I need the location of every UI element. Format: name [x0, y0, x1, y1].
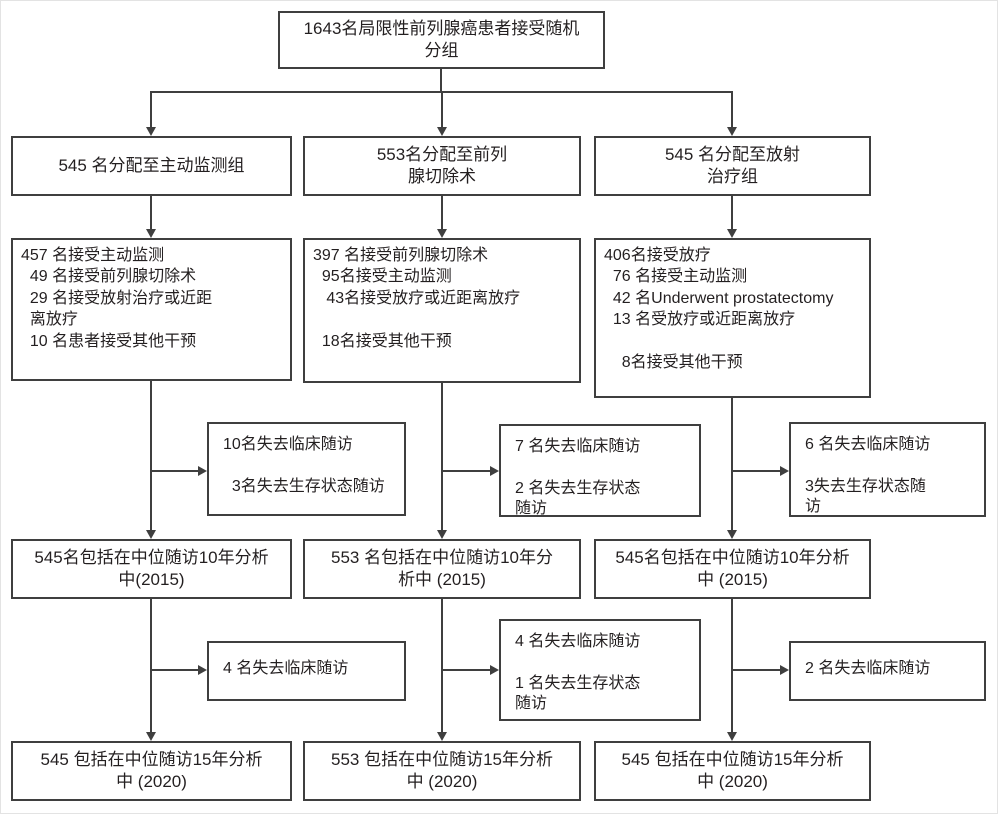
connector-line — [150, 599, 152, 733]
connector-line — [441, 669, 491, 671]
box-treatment-radiotherapy: 406名接受放疗 76 名接受主动监测 42 名Underwent prosta… — [594, 238, 871, 398]
box-lost-followup-2-active-monitoring: 4 名失去临床随访 — [207, 641, 406, 701]
connector-line — [731, 91, 733, 128]
box-allocation-radiotherapy: 545 名分配至放射 治疗组 — [594, 136, 871, 196]
connector-line — [150, 91, 152, 128]
arrow-down-icon — [727, 732, 737, 741]
box-allocation-prostatectomy: 553名分配至前列 腺切除术 — [303, 136, 581, 196]
box-analysis-2015-radiotherapy: 545名包括在中位随访10年分析 中 (2015) — [594, 539, 871, 599]
box-lost-followup-2-prostatectomy: 4 名失去临床随访 1 名失去生存状态 随访 — [499, 619, 701, 721]
connector-line — [150, 669, 199, 671]
box-treatment-prostatectomy: 397 名接受前列腺切除术 95名接受主动监测 43名接受放疗或近距离放疗 18… — [303, 238, 581, 383]
arrow-down-icon — [146, 732, 156, 741]
box-analysis-2020-active-monitoring: 545 包括在中位随访15年分析 中 (2020) — [11, 741, 292, 801]
arrow-down-icon — [437, 530, 447, 539]
box-lost-followup-1-prostatectomy: 7 名失去临床随访 2 名失去生存状态 随访 — [499, 424, 701, 517]
connector-line — [441, 91, 443, 128]
arrow-down-icon — [146, 229, 156, 238]
box-allocation-active-monitoring: 545 名分配至主动监测组 — [11, 136, 292, 196]
arrow-down-icon — [727, 127, 737, 136]
arrow-right-icon — [780, 665, 789, 675]
box-analysis-2020-radiotherapy: 545 包括在中位随访15年分析 中 (2020) — [594, 741, 871, 801]
box-analysis-2015-active-monitoring: 545名包括在中位随访10年分析 中(2015) — [11, 539, 292, 599]
arrow-down-icon — [727, 229, 737, 238]
connector-line — [731, 398, 733, 531]
connector-line — [440, 69, 442, 91]
arrow-right-icon — [198, 466, 207, 476]
box-analysis-2015-prostatectomy: 553 名包括在中位随访10年分 析中 (2015) — [303, 539, 581, 599]
connector-line — [731, 669, 781, 671]
connector-line — [441, 196, 443, 230]
box-lost-followup-2-radiotherapy: 2 名失去临床随访 — [789, 641, 986, 701]
connector-line — [150, 381, 152, 531]
arrow-right-icon — [198, 665, 207, 675]
arrow-right-icon — [490, 665, 499, 675]
arrow-down-icon — [437, 229, 447, 238]
box-lost-followup-1-radiotherapy: 6 名失去临床随访 3失去生存状态随 访 — [789, 422, 986, 517]
connector-line — [441, 599, 443, 733]
arrow-down-icon — [727, 530, 737, 539]
connector-line — [731, 470, 781, 472]
connector-line — [731, 196, 733, 230]
connector-line — [150, 196, 152, 230]
box-randomization: 1643名局限性前列腺癌患者接受随机 分组 — [278, 11, 605, 69]
arrow-down-icon — [437, 127, 447, 136]
arrow-right-icon — [780, 466, 789, 476]
connector-line — [731, 599, 733, 733]
connector-line — [441, 383, 443, 531]
box-treatment-active-monitoring: 457 名接受主动监测 49 名接受前列腺切除术 29 名接受放射治疗或近距 离… — [11, 238, 292, 381]
connector-line — [441, 470, 491, 472]
box-lost-followup-1-active-monitoring: 10名失去临床随访 3名失去生存状态随访 — [207, 422, 406, 516]
arrow-down-icon — [146, 530, 156, 539]
arrow-down-icon — [146, 127, 156, 136]
box-analysis-2020-prostatectomy: 553 包括在中位随访15年分析 中 (2020) — [303, 741, 581, 801]
arrow-down-icon — [437, 732, 447, 741]
arrow-right-icon — [490, 466, 499, 476]
connector-line — [150, 470, 199, 472]
